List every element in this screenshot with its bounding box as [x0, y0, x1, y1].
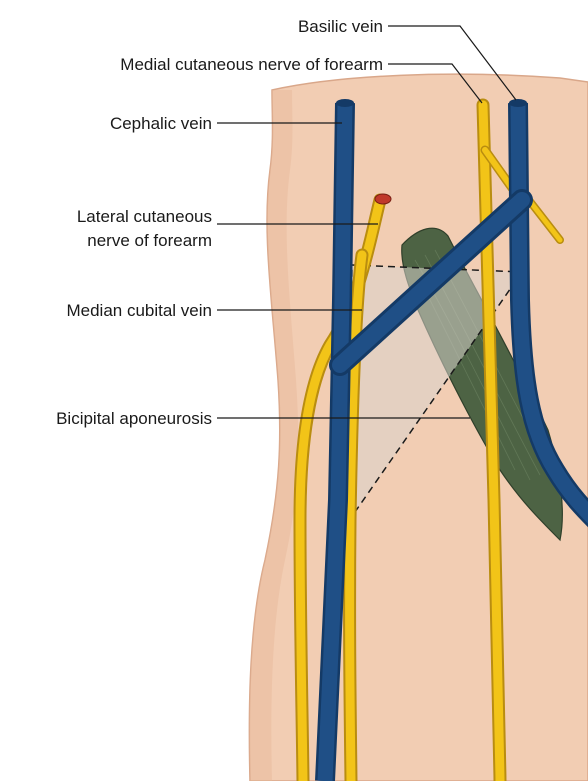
- label-cephalic-vein: Cephalic vein: [110, 114, 212, 133]
- label-bicipital-aponeurosis: Bicipital aponeurosis: [56, 409, 212, 428]
- label-lateral-cutaneous-nerve-line1: Lateral cutaneous: [77, 207, 212, 226]
- label-lateral-cutaneous-nerve-line2: nerve of forearm: [87, 231, 212, 250]
- label-median-cubital-vein: Median cubital vein: [66, 301, 212, 320]
- label-medial-cutaneous-nerve: Medial cutaneous nerve of forearm: [120, 55, 383, 74]
- label-basilic-vein: Basilic vein: [298, 17, 383, 36]
